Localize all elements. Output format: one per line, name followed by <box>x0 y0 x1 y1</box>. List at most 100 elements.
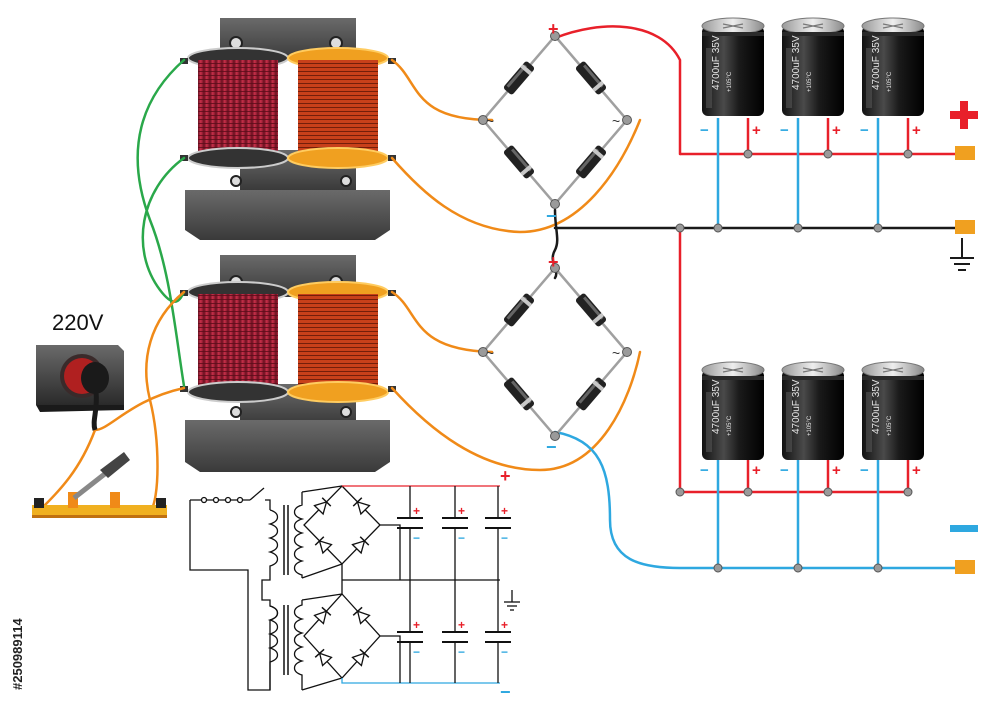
capacitor-temp-label: +105°C <box>807 415 813 436</box>
bridge-rectifier-bottom <box>478 263 632 441</box>
svg-text:−: − <box>860 122 869 139</box>
svg-text:+: + <box>912 462 921 479</box>
bolt-icon <box>340 175 352 187</box>
svg-text:−: − <box>413 645 420 659</box>
svg-text:−: − <box>501 645 508 659</box>
svg-text:+: + <box>752 122 761 139</box>
capacitor-1: 4700uF 35V +105°C <box>701 17 765 116</box>
diode-icon <box>503 293 535 327</box>
svg-text:+: + <box>752 462 761 479</box>
capacitor-temp-label: +105°C <box>807 71 813 92</box>
diode-icon <box>503 377 535 411</box>
svg-text:+: + <box>413 504 420 518</box>
svg-text:−: − <box>700 122 709 139</box>
capacitor-temp-label: +105°C <box>887 415 893 436</box>
diode-icon <box>352 606 371 625</box>
transformer-base <box>185 420 390 472</box>
diode-icon <box>314 648 333 667</box>
transformer-top <box>185 18 390 240</box>
capacitor-6: 4700uF 35V +105°C <box>861 361 925 460</box>
junction-dots <box>675 149 913 573</box>
svg-text:−: − <box>501 531 508 545</box>
plus-sign-icon <box>950 101 978 129</box>
diode-icon <box>352 497 371 516</box>
svg-text:+: + <box>458 618 465 632</box>
secondary-coil <box>298 294 378 390</box>
bridge-ac-left-1: ~ <box>486 113 494 129</box>
stock-id-label: #250989114 <box>10 618 25 690</box>
toggle-switch-icon[interactable] <box>32 452 167 518</box>
capacitor-label: 4700uF 35V <box>711 379 722 434</box>
svg-text:−: − <box>458 645 465 659</box>
capacitor-4: 4700uF 35V +105°C <box>701 361 765 460</box>
primary-coil <box>198 60 278 156</box>
schematic-diodes <box>313 497 371 667</box>
transformer-base <box>185 190 390 240</box>
diode-icon <box>503 145 535 179</box>
capacitor-3: 4700uF 35V +105°C <box>861 17 925 116</box>
capacitor-temp-label: +105°C <box>887 71 893 92</box>
svg-text:−: − <box>860 462 869 479</box>
bridge-ac-left-2: ~ <box>486 345 494 361</box>
capacitor-5: 4700uF 35V +105°C <box>781 361 845 460</box>
svg-text:+: + <box>912 122 921 139</box>
diode-icon <box>575 145 607 179</box>
capacitor-label: 4700uF 35V <box>791 379 802 434</box>
bolt-icon <box>340 406 352 418</box>
svg-text:−: − <box>780 462 789 479</box>
diode-icon <box>313 497 332 516</box>
bridge-bottom-minus: − <box>546 437 557 457</box>
diode-icon <box>575 61 607 95</box>
capacitor-label: 4700uF 35V <box>711 35 722 90</box>
bridge-ac-right-1: ~ <box>612 113 620 129</box>
bolt-icon <box>230 406 242 418</box>
bridge-bottom-plus: + <box>548 252 559 272</box>
svg-text:−: − <box>500 682 511 702</box>
wires <box>38 25 967 570</box>
capacitor-temp-label: +105°C <box>727 415 733 436</box>
mains-socket: 220V <box>36 310 124 431</box>
diode-icon <box>351 648 370 667</box>
circuit-schematic <box>189 485 520 691</box>
diode-icon <box>503 61 535 95</box>
capacitor-label: 4700uF 35V <box>871 379 882 434</box>
svg-text:+: + <box>832 122 841 139</box>
secondary-coil <box>298 60 378 156</box>
transformer-bottom <box>185 255 390 472</box>
svg-text:−: − <box>413 531 420 545</box>
bridge-ac-right-2: ~ <box>612 345 620 361</box>
diode-icon <box>575 377 607 411</box>
svg-text:−: − <box>458 531 465 545</box>
svg-text:+: + <box>501 504 508 518</box>
capacitor-2: 4700uF 35V +105°C <box>781 17 845 116</box>
capacitor-temp-label: +105°C <box>727 71 733 92</box>
bridge-top-minus: − <box>546 206 557 226</box>
diode-icon <box>351 536 370 555</box>
bolt-icon <box>230 175 242 187</box>
capacitor-leads <box>716 118 910 568</box>
diode-icon <box>313 606 332 625</box>
svg-text:+: + <box>501 618 508 632</box>
svg-text:+: + <box>413 618 420 632</box>
diode-icon <box>575 293 607 327</box>
svg-text:+: + <box>500 466 511 486</box>
svg-text:+: + <box>458 504 465 518</box>
capacitor-label: 4700uF 35V <box>871 35 882 90</box>
schematic-signs: + − + + + − − − + + + − − − <box>413 466 511 702</box>
svg-text:−: − <box>780 122 789 139</box>
svg-text:+: + <box>832 462 841 479</box>
output-terminals <box>955 146 975 574</box>
svg-text:−: − <box>700 462 709 479</box>
capacitor-pin-signs: − + − + − + − + − + − + <box>700 122 921 479</box>
ground-symbol-icon <box>950 238 974 271</box>
mains-voltage-label: 220V <box>52 310 104 335</box>
bridge-top-plus: + <box>548 19 559 39</box>
minus-sign-icon <box>950 525 978 532</box>
diode-icon <box>314 536 333 555</box>
capacitor-label: 4700uF 35V <box>791 35 802 90</box>
primary-coil <box>198 294 278 390</box>
bridge-rectifier-top <box>478 31 632 209</box>
